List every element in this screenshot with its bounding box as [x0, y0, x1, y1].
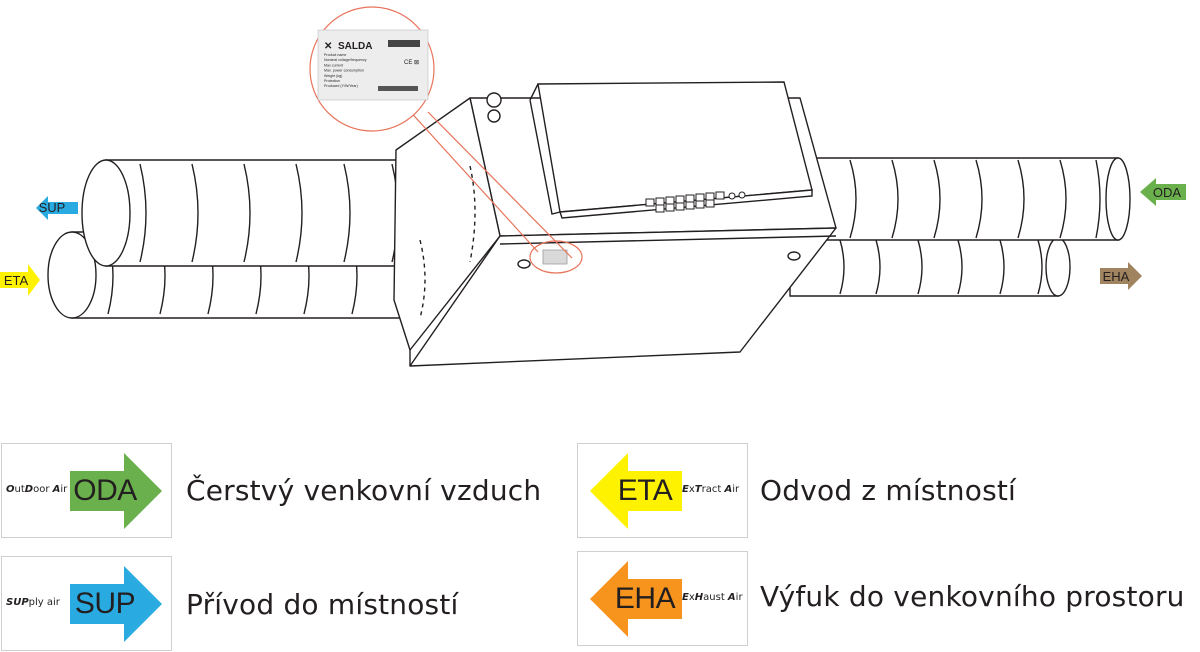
legend-oda-box: OutDoor Air ODA — [1, 443, 172, 538]
svg-text:CE ⊠: CE ⊠ — [404, 60, 419, 66]
nameplate-brand: SALDA — [338, 41, 372, 52]
eta-arrow-shape — [0, 264, 40, 296]
legend-sup-arrow — [70, 566, 162, 642]
legend-eha-abbr: ExHaust Air — [682, 592, 743, 603]
control-box — [486, 81, 813, 219]
legend-eha-code: EHA — [614, 582, 676, 615]
legend-sup-code: SUP — [74, 587, 136, 620]
legend-eha-box: EHA ExHaust Air — [577, 551, 748, 646]
legend-oda-arrow — [70, 453, 162, 529]
nameplate-line: Weight (kg) — [324, 74, 342, 78]
eha-arrow-label: EHA — [1103, 269, 1130, 284]
sup-arrow-label: SUP — [39, 200, 66, 215]
legend-eta-code: ETA — [617, 474, 673, 507]
legend-eta-description: Odvod z místností — [760, 474, 1017, 507]
sup-arrow-shape — [36, 196, 78, 220]
legend-oda-code: ODA — [73, 474, 137, 507]
legend-sup-box: SUPply air SUP — [1, 556, 172, 651]
nameplate-line: Product name — [324, 53, 346, 57]
eta-arrow-label: ETA — [4, 273, 29, 288]
nameplate-line: Max current — [324, 63, 343, 67]
sup-arrow: SUP — [36, 196, 78, 220]
eta-arrow: ETA — [0, 264, 40, 296]
right-duct-upper — [809, 157, 1131, 241]
legend-eta-abbr: ExTract Air — [682, 484, 740, 495]
legend-sup-abbr: SUPply air — [6, 597, 60, 608]
legend-oda-abbr: OutDoor Air — [6, 484, 68, 495]
oda-arrow-shape — [1140, 178, 1186, 206]
nameplate-line: Max. power consumption — [324, 69, 364, 73]
nameplate-line: Nominal voltage/frequency — [324, 58, 367, 62]
legend-eta-box: ETA ExTract Air — [577, 443, 748, 538]
eha-arrow: EHA — [1100, 262, 1142, 290]
salda-logo-icon: ✕ — [324, 41, 332, 52]
nameplate-line: Produced (Y/W/Year) — [324, 84, 358, 88]
legend-eha-arrow — [590, 561, 682, 637]
legend-eha-description: Výfuk do venkovního prostoru — [760, 580, 1185, 613]
oda-arrow: ODA — [1140, 178, 1186, 206]
nameplate-line: Protection — [324, 79, 340, 83]
legend-sup-description: Přívod do místností — [186, 588, 459, 621]
eha-arrow-shape — [1100, 262, 1142, 290]
right-duct-lower — [789, 237, 1071, 297]
legend-oda-description: Čerstvý venkovní vzduch — [186, 474, 542, 507]
left-duct-upper — [81, 159, 471, 267]
legend-eta-arrow — [590, 453, 682, 529]
oda-arrow-label: ODA — [1153, 185, 1182, 200]
